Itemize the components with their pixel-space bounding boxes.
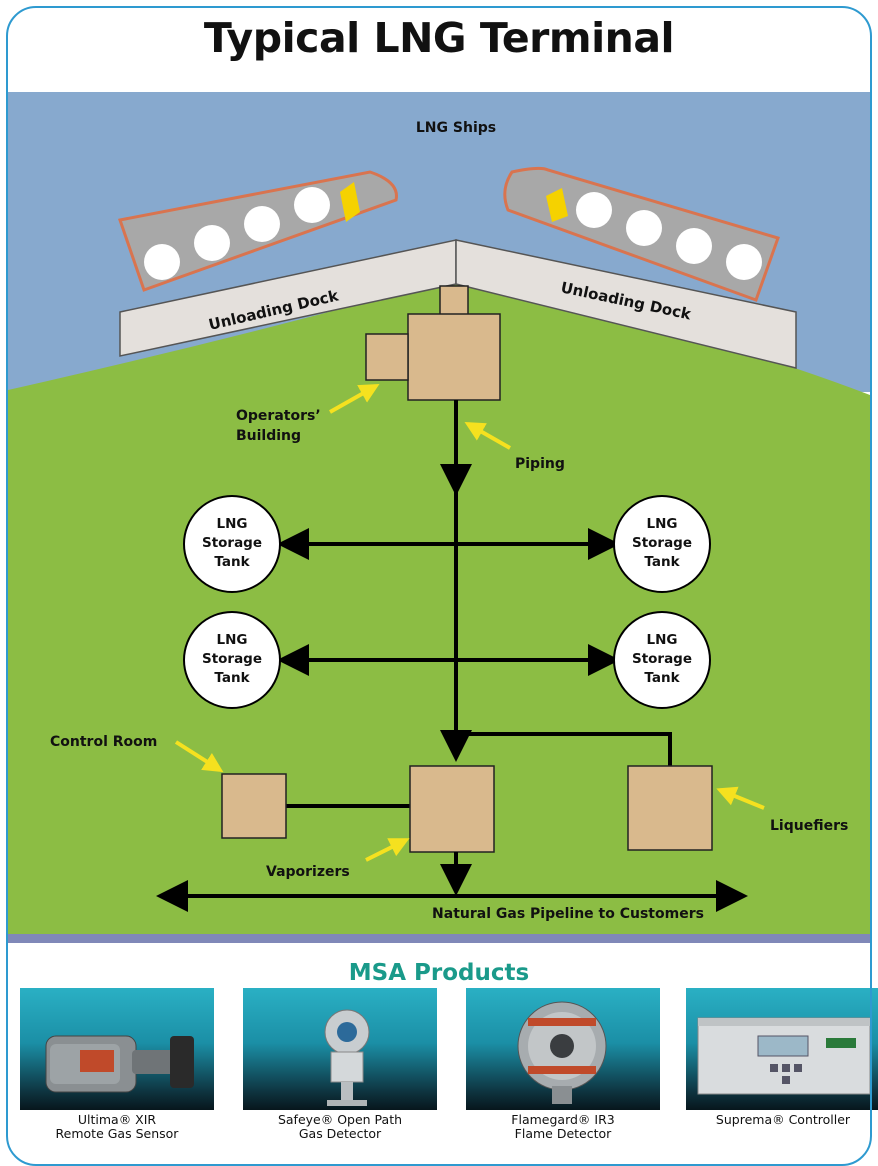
control-room-label: Control Room	[50, 734, 157, 750]
products-title: MSA Products	[348, 960, 530, 986]
product-safeye: Safeye® Open Path Gas Detector	[243, 988, 437, 1141]
svg-text:LNG: LNG	[217, 516, 248, 532]
lng-ship-right	[503, 166, 780, 302]
vaporizers-label: Vaporizers	[266, 864, 350, 880]
product-caption-suprema: Suprema® Controller	[715, 1112, 851, 1127]
svg-text:Storage: Storage	[202, 535, 262, 551]
piping-label: Piping	[515, 456, 565, 472]
svg-text:Tank: Tank	[214, 670, 250, 686]
piping-callout-arrow	[464, 422, 511, 450]
control-room-callout-arrow	[174, 740, 224, 773]
controller-icon	[686, 988, 878, 1110]
svg-text:Tank: Tank	[214, 554, 250, 570]
svg-text:LNG: LNG	[217, 632, 248, 648]
svg-text:Tank: Tank	[644, 670, 680, 686]
operators-building-connector	[439, 285, 469, 317]
vaporizers-building	[409, 765, 495, 853]
pipeline-label: Natural Gas Pipeline to Customers	[432, 906, 704, 922]
control-room-building	[221, 773, 287, 839]
operators-callout-arrow	[329, 384, 380, 414]
storage-tank-bottom-right: LNG Storage Tank	[613, 611, 711, 709]
product-caption-flamegard: Flamegard® IR3 Flame Detector	[511, 1112, 615, 1141]
svg-text:Storage: Storage	[202, 651, 262, 667]
storage-tank-top-left: LNG Storage Tank	[183, 495, 281, 593]
ships-label: LNG Ships	[416, 120, 496, 136]
lng-ship-left	[118, 170, 398, 292]
flame-detector-icon	[466, 988, 660, 1110]
operators-building-label-line2: Building	[236, 428, 301, 444]
svg-text:Storage: Storage	[632, 535, 692, 551]
product-caption-safeye: Safeye® Open Path Gas Detector	[277, 1112, 403, 1141]
storage-tank-top-right: LNG Storage Tank	[613, 495, 711, 593]
gas-detector-icon	[243, 988, 437, 1110]
svg-text:Tank: Tank	[644, 554, 680, 570]
svg-text:Storage: Storage	[632, 651, 692, 667]
product-caption-ultima: Ultima® XIR Remote Gas Sensor	[55, 1112, 179, 1141]
product-ultima-xir: Ultima® XIR Remote Gas Sensor	[20, 988, 214, 1141]
unloading-dock-right	[455, 239, 797, 369]
product-flamegard: Flamegard® IR3 Flame Detector	[466, 988, 660, 1141]
svg-text:LNG: LNG	[647, 516, 678, 532]
svg-text:LNG: LNG	[647, 632, 678, 648]
operators-building-annex	[365, 333, 409, 381]
operators-building-label-line1: Operators’	[236, 408, 321, 424]
storage-tank-bottom-left: LNG Storage Tank	[183, 611, 281, 709]
vaporizers-callout-arrow	[365, 838, 410, 862]
page-title: Typical LNG Terminal	[203, 14, 675, 62]
liquefiers-building	[627, 765, 713, 851]
page-frame	[6, 6, 872, 1166]
gas-sensor-icon	[20, 988, 214, 1110]
liquefiers-label: Liquefiers	[770, 818, 848, 834]
water-strip	[8, 934, 870, 943]
liquefiers-callout-arrow	[716, 786, 765, 810]
liquefier-pipe	[456, 732, 672, 766]
product-suprema: Suprema® Controller	[686, 988, 878, 1127]
